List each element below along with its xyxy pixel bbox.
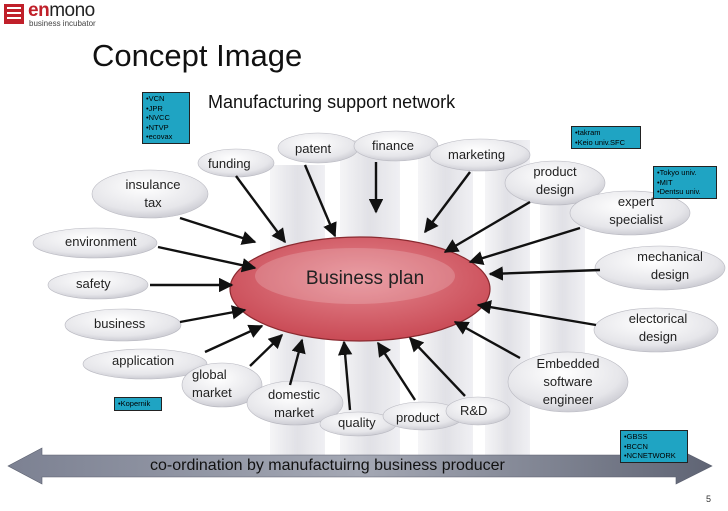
label-environment: environment bbox=[65, 234, 137, 249]
node-safety bbox=[47, 270, 149, 300]
label-rd: R&D bbox=[460, 403, 488, 418]
label-global-market: global market bbox=[192, 366, 242, 402]
diagram-subtitle: Manufacturing support network bbox=[208, 92, 456, 112]
label-global-line1: global bbox=[192, 367, 227, 382]
info-box-tokyo: •Tokyo univ. •MIT •Dentsu univ. bbox=[653, 166, 717, 199]
info-box-gbss: •GBSS •BCCN •NCNETWORK bbox=[620, 430, 688, 463]
info-box-takram: •takram •Keio univ.SFC bbox=[571, 126, 641, 149]
slide-title: Concept Image bbox=[92, 38, 303, 73]
info-box-takram-item: •takram bbox=[575, 128, 601, 137]
info-box-gbss-item: •GBSS bbox=[624, 432, 648, 441]
node-product-design bbox=[504, 160, 606, 206]
logo-subtitle: business incubator bbox=[29, 19, 96, 28]
label-application: application bbox=[112, 353, 175, 368]
label-mechanical-line2: design bbox=[650, 267, 690, 282]
label-marketing: marketing bbox=[448, 147, 506, 162]
info-box-vc-item: •ecovax bbox=[146, 132, 173, 141]
label-finance: finance bbox=[372, 138, 414, 153]
node-business bbox=[64, 308, 182, 342]
node-global bbox=[181, 362, 263, 408]
label-mechanical-line1: mechanical bbox=[637, 249, 703, 264]
logo-text-red: en bbox=[28, 0, 50, 21]
label-domestic-market: domestic market bbox=[258, 386, 330, 422]
label-insulance: insulance tax bbox=[120, 176, 186, 212]
node-expert bbox=[569, 190, 691, 236]
info-box-vc-item: •NTVP bbox=[146, 122, 169, 132]
info-box-takram-item: •Keio univ.SFC bbox=[575, 137, 626, 147]
label-mechanical: mechanical design bbox=[628, 248, 712, 284]
node-application bbox=[82, 348, 208, 380]
label-expert-line1: expert bbox=[617, 194, 655, 209]
node-marketing bbox=[429, 138, 531, 172]
label-expert: expert specialist bbox=[600, 193, 672, 229]
node-ellipses bbox=[32, 130, 726, 437]
node-rd bbox=[445, 396, 511, 426]
info-box-gbss-item: •NCNETWORK bbox=[624, 451, 676, 460]
label-electrical-line2: design bbox=[638, 329, 678, 344]
label-product: product bbox=[396, 410, 440, 425]
label-embedded-line2: software bbox=[543, 374, 593, 389]
info-box-kopernik-item: •Kopernik bbox=[118, 399, 151, 408]
label-domestic-line1: domestic bbox=[267, 387, 321, 402]
logo: enmono business incubator bbox=[2, 0, 132, 28]
info-box-tokyo-item: •MIT bbox=[657, 177, 673, 187]
info-box-vc-item: •JPR bbox=[146, 103, 163, 113]
label-funding: funding bbox=[208, 156, 251, 171]
label-embedded: Embedded software engineer bbox=[530, 355, 606, 409]
label-quality: quality bbox=[338, 415, 376, 430]
node-embedded bbox=[507, 351, 629, 413]
node-insulance bbox=[91, 169, 209, 219]
label-product-design-line2: design bbox=[535, 182, 575, 197]
info-box-tokyo-item: •Tokyo univ. bbox=[657, 168, 697, 177]
node-electrical bbox=[593, 307, 719, 353]
node-mechanical bbox=[594, 245, 726, 291]
node-domestic bbox=[246, 380, 344, 426]
business-plan-label: Business plan bbox=[305, 268, 425, 289]
label-electrical-line1: electorical bbox=[628, 311, 688, 326]
info-box-kopernik: •Kopernik bbox=[114, 397, 162, 411]
info-box-vc: •VCN •JPR •NVCC •NTVP •ecovax bbox=[142, 92, 190, 144]
label-insulance-line1: insulance bbox=[125, 177, 181, 192]
info-box-tokyo-item: •Dentsu univ. bbox=[657, 187, 701, 196]
info-box-gbss-item: •BCCN bbox=[624, 441, 648, 451]
label-electrical: electorical design bbox=[620, 310, 696, 346]
logo-text-dark: mono bbox=[49, 0, 95, 21]
info-box-vc-item: •NVCC bbox=[146, 113, 170, 122]
label-insulance-line2: tax bbox=[144, 195, 162, 210]
label-safety: safety bbox=[76, 276, 111, 291]
label-embedded-line3: engineer bbox=[542, 392, 594, 407]
label-product-design-line1: product bbox=[533, 164, 577, 179]
label-domestic-line2: market bbox=[274, 405, 314, 420]
label-business: business bbox=[94, 316, 146, 331]
coordination-bar bbox=[7, 447, 713, 485]
label-patent: patent bbox=[295, 141, 332, 156]
label-global-line2: market bbox=[192, 385, 232, 400]
info-box-vc-item: •VCN bbox=[146, 94, 165, 103]
label-expert-line2: specialist bbox=[609, 212, 663, 227]
connector-arrows bbox=[150, 162, 601, 411]
label-product-design: product design bbox=[526, 163, 584, 199]
page-number: 5 bbox=[706, 494, 712, 504]
node-environment bbox=[32, 227, 158, 259]
coordination-label: co-ordination by manufactuirng business … bbox=[150, 457, 505, 474]
label-embedded-line1: Embedded bbox=[536, 356, 600, 371]
logo-mark-icon bbox=[4, 4, 24, 24]
